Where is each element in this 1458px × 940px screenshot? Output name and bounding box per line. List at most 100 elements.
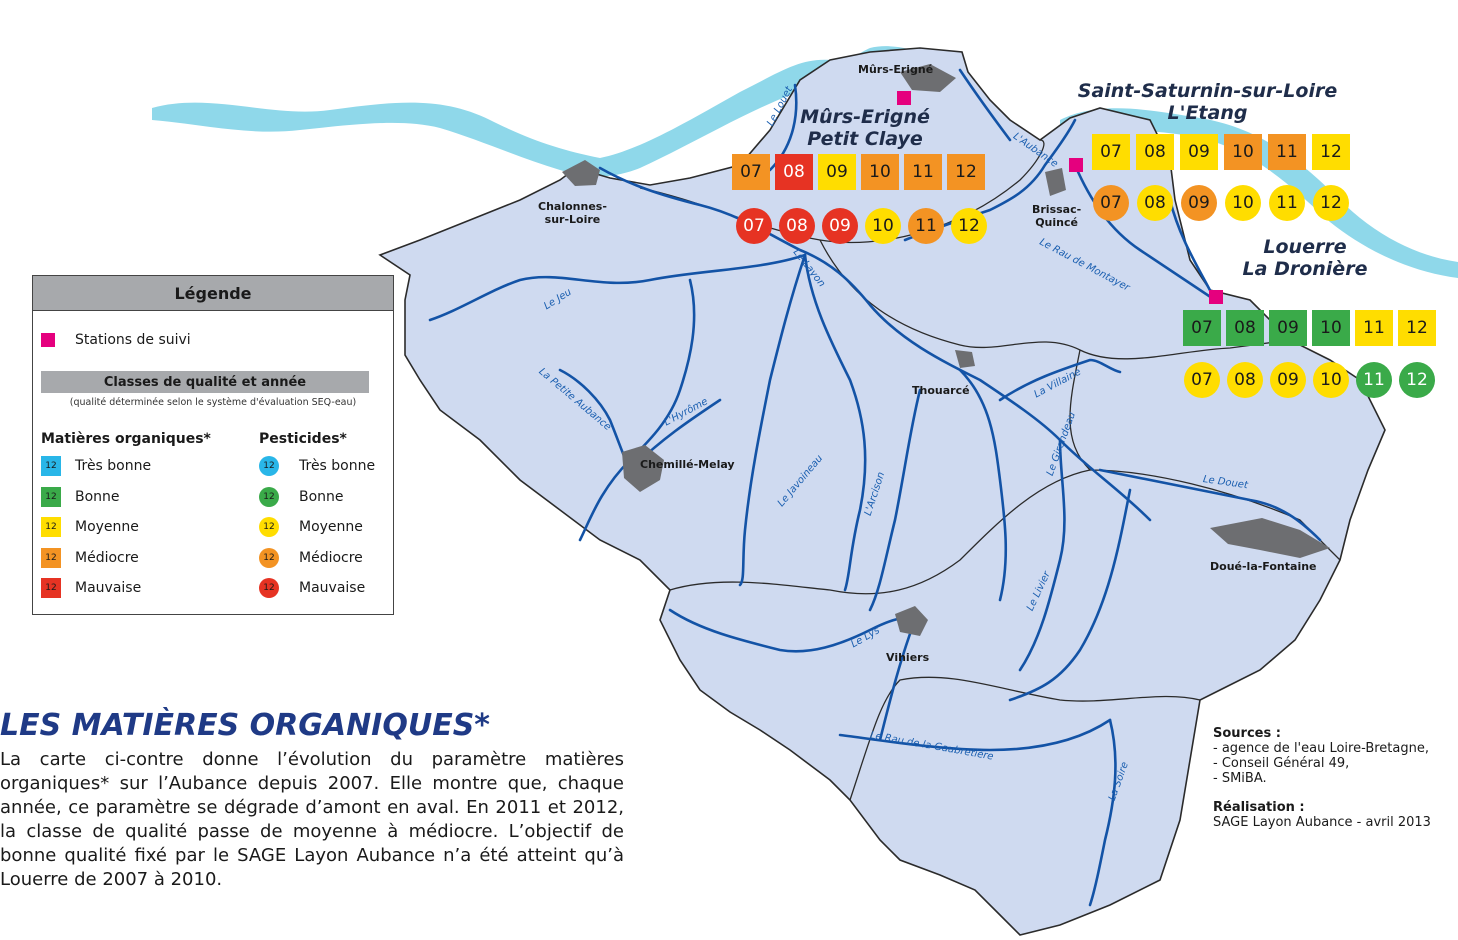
legend-class-label: Médiocre [299, 549, 363, 566]
place-doue: Doué-la-Fontaine [1210, 560, 1317, 573]
mo-badge: 10 [1224, 134, 1262, 170]
place-chalonnes: Chalonnes- sur-Loire [538, 200, 607, 226]
pesticide-badge: 07 [1093, 185, 1129, 221]
mo-badge: 08 [1136, 134, 1174, 170]
place-vihiers: Vihiers [886, 651, 930, 664]
mo-badge: 11 [1268, 134, 1306, 170]
mo-badge: 08 [775, 154, 813, 190]
legend-note: (qualité déterminée selon le système d'é… [69, 397, 357, 408]
legend-stations: Stations de suivi [41, 332, 191, 348]
station-square-icon [41, 333, 55, 347]
realisation-title: Réalisation : [1213, 800, 1305, 815]
station-marker-murs-erigne[interactable] [897, 91, 911, 105]
legend-mo-mediocre: 12 Médiocre [41, 547, 139, 568]
legend-class-label: Très bonne [299, 458, 376, 474]
legend-class-label: Bonne [299, 488, 344, 505]
legend-mo-mauvaise: 12 Mauvaise [41, 578, 141, 598]
legend-class-label: Très bonne [75, 458, 152, 474]
legend-square-swatch: 12 [41, 517, 61, 537]
pesticide-badge: 11 [908, 208, 944, 244]
place-brissac-line2: Quincé [1035, 216, 1078, 229]
legend-class-label: Moyenne [75, 519, 139, 535]
station-marker-louerre[interactable] [1209, 290, 1223, 304]
legend-square-swatch: 12 [41, 578, 61, 598]
pesticide-badge: 08 [1227, 362, 1263, 398]
pesticide-badge: 07 [736, 208, 772, 244]
legend-stations-label: Stations de suivi [75, 332, 191, 348]
mo-badge: 10 [861, 154, 899, 190]
pesticide-badge: 09 [1181, 185, 1217, 221]
station-marker-saint-saturnin[interactable] [1069, 158, 1083, 172]
pesticide-badge: 12 [1313, 185, 1349, 221]
legend-pest-bonne: 12 Bonne [259, 486, 344, 507]
pesticide-badge: 07 [1184, 362, 1220, 398]
pesticide-badge: 11 [1356, 362, 1392, 398]
station-title-line: Petit Claye [807, 128, 923, 150]
loire-river-east [1060, 108, 1458, 278]
mo-badge: 07 [1092, 134, 1130, 170]
legend-pest-tres_bonne: 12 Très bonne [259, 456, 375, 476]
pesticide-badge: 08 [1137, 185, 1173, 221]
station-title-murs-erigne: Mûrs-Erigné Petit Claye [790, 106, 940, 150]
place-thouarce: Thouarcé [912, 384, 970, 397]
mo-badge: 09 [1269, 310, 1307, 346]
sources-line: - SMiBA. [1213, 771, 1267, 786]
station-title-louerre: Louerre La Dronière [1225, 236, 1385, 280]
mo-badge: 09 [1180, 134, 1218, 170]
place-chemille: Chemillé-Melay [640, 458, 735, 471]
sources-block: Sources : - agence de l'eau Loire-Bretag… [1213, 726, 1431, 830]
mo-badge: 11 [904, 154, 942, 190]
section-title: LES MATIÈRES ORGANIQUES* [0, 708, 490, 743]
mo-badge: 07 [1183, 310, 1221, 346]
legend: Légende Stations de suivi Classes de qua… [32, 275, 394, 615]
legend-col-mo: Matières organiques* [41, 431, 211, 447]
pesticide-badge: 09 [822, 208, 858, 244]
place-chalonnes-line1: Chalonnes- [538, 200, 607, 213]
sources-line: - Conseil Général 49, [1213, 756, 1350, 771]
mo-badge: 11 [1355, 310, 1393, 346]
legend-square-swatch: 12 [41, 486, 61, 507]
sources-title: Sources : [1213, 726, 1281, 741]
legend-square-swatch: 12 [41, 456, 61, 476]
legend-mo-moyenne: 12 Moyenne [41, 517, 139, 537]
pesticide-badge: 12 [1399, 362, 1435, 398]
legend-class-label: Moyenne [299, 519, 363, 535]
pesticide-badge: 12 [951, 208, 987, 244]
mo-badge: 09 [818, 154, 856, 190]
urban-areas [562, 64, 1330, 636]
legend-circle-swatch: 12 [259, 578, 279, 598]
mo-badge: 07 [732, 154, 770, 190]
legend-class-label: Mauvaise [299, 580, 366, 596]
legend-circle-swatch: 12 [259, 456, 279, 476]
station-title-saint-saturnin: Saint-Saturnin-sur-Loire L'Etang [1065, 80, 1350, 124]
legend-circle-swatch: 12 [259, 547, 279, 568]
place-chalonnes-line2: sur-Loire [544, 213, 601, 226]
legend-circle-swatch: 12 [259, 486, 279, 507]
mo-badge: 10 [1312, 310, 1350, 346]
legend-mo-tres_bonne: 12 Très bonne [41, 456, 151, 476]
station-title-line: La Dronière [1242, 258, 1368, 280]
legend-classes-title: Classes de qualité et année [41, 371, 369, 393]
legend-col-pest: Pesticides* [259, 431, 347, 447]
legend-square-swatch: 12 [41, 547, 61, 568]
realisation-text: SAGE Layon Aubance - avril 2013 [1213, 815, 1431, 830]
place-brissac: Brissac- Quincé [1032, 203, 1081, 229]
legend-class-label: Mauvaise [75, 580, 142, 596]
basin-area [378, 47, 1386, 936]
mo-badge: 12 [1312, 134, 1350, 170]
station-title-line: L'Etang [1167, 102, 1248, 124]
mo-badge: 12 [947, 154, 985, 190]
pesticide-badge: 08 [779, 208, 815, 244]
pesticide-badge: 10 [1225, 185, 1261, 221]
legend-class-label: Médiocre [75, 549, 139, 566]
pesticide-badge: 11 [1269, 185, 1305, 221]
sources-line: - agence de l'eau Loire-Bretagne, [1213, 741, 1429, 756]
river-network [428, 68, 1322, 907]
mo-badge: 12 [1398, 310, 1436, 346]
station-title-line: Louerre [1263, 236, 1347, 258]
legend-pest-mauvaise: 12 Mauvaise [259, 578, 365, 598]
section-text: La carte ci-contre donne l’évolution du … [0, 749, 624, 890]
